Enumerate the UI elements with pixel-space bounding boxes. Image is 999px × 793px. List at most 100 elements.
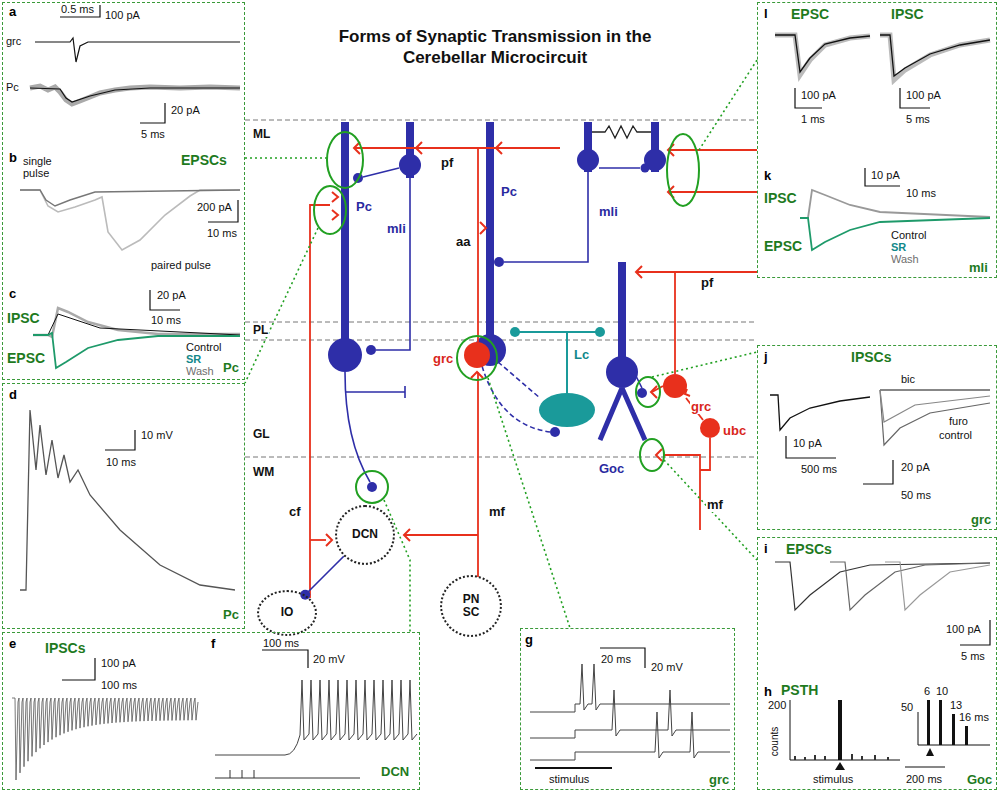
panel-letter: j	[764, 350, 768, 364]
scale-label: 10 ms	[906, 187, 936, 199]
panel-letter: c	[9, 287, 16, 301]
trace-title: EPSC	[764, 239, 802, 254]
scale-label: Pc	[6, 81, 19, 93]
synapse-dot	[300, 590, 310, 600]
scale-label: 16 ms	[959, 711, 989, 723]
trace-title: EPSC	[7, 351, 45, 366]
cell-label: aa	[455, 235, 471, 249]
scale-label: 100 ms	[263, 637, 299, 649]
figure-panel: eIPSCs100 pA100 msf100 ms20 mVDCN	[2, 632, 420, 790]
scale-label: Control	[186, 341, 221, 353]
trace-title: IPSCs	[45, 641, 85, 656]
axon-connector	[300, 556, 344, 600]
grc-spike-trace	[530, 664, 730, 712]
scale-label: 10 pA	[793, 437, 822, 449]
scale-label: 200 pA	[197, 201, 232, 213]
panel-letter: a	[9, 5, 16, 19]
cell-label: ubc	[722, 424, 747, 438]
cell-label: pf	[700, 276, 714, 290]
scale-label: 20 mV	[313, 653, 345, 665]
figure-panel: jIPSCs10 pA500 msbicfurocontrol20 pA50 m…	[757, 345, 997, 530]
scale-label: 10 ms	[106, 456, 136, 468]
scale-label: 10 pA	[871, 169, 900, 181]
scale-label: 20 pA	[901, 461, 930, 473]
panel-letter: e	[9, 637, 16, 651]
scale-label: 10 ms	[207, 227, 237, 239]
cell-name: Pc	[223, 608, 239, 622]
scale-label: bic	[901, 373, 915, 385]
trace-title: IPSC	[764, 191, 797, 206]
scale-label: stimulus	[549, 773, 589, 785]
diagram-title: Forms of Synaptic Transmission in the Ce…	[325, 26, 665, 69]
trace-title: EPSCs	[181, 153, 227, 168]
grc-spike-trace	[530, 690, 730, 738]
scale-label: 100 pA	[105, 9, 140, 21]
panel-letter: l	[764, 7, 768, 21]
cell-label: grc	[690, 400, 712, 414]
scale-label: counts	[769, 727, 780, 756]
layer-name: WM	[252, 466, 275, 479]
trace-title: IPSC	[891, 7, 924, 22]
source-nucleus: IO	[257, 590, 317, 636]
cell-name: Goc	[967, 773, 992, 787]
cell-name: grc	[971, 513, 991, 527]
scale-label: Wash	[186, 365, 214, 377]
panel-letter: k	[764, 169, 771, 183]
grc-spike-trace	[530, 712, 730, 760]
cell-label: cf	[288, 505, 302, 519]
figure-panel: d 10 mV 10 ms Pc	[2, 383, 245, 629]
scale-label: control	[939, 429, 972, 441]
scale-label: 6	[924, 685, 930, 697]
scale-label: paired pulse	[151, 259, 211, 271]
cell-name: mli	[969, 261, 988, 275]
panel-letter: d	[9, 388, 17, 402]
scale-label: 5 ms	[906, 113, 930, 125]
scale-label: Wash	[891, 253, 919, 265]
cell-label: mli	[598, 205, 619, 219]
trace-title: EPSCs	[786, 542, 832, 557]
scale-label: SR	[186, 353, 201, 365]
scale-label: 100 pA	[906, 89, 941, 101]
cell-label: Goc	[598, 462, 625, 476]
scale-label: 50	[901, 701, 913, 713]
scale-label: 100 ms	[101, 679, 137, 691]
panel-letter: f	[211, 637, 215, 651]
scale-label: 5 ms	[961, 650, 985, 662]
scale-label: 100 pA	[801, 89, 836, 101]
scale-label: single pulse	[23, 155, 61, 179]
nucleus-name: IO	[281, 606, 294, 619]
cell-name: Pc	[223, 361, 239, 375]
scale-label: Control	[891, 229, 926, 241]
trace-title: PSTH	[781, 683, 818, 698]
scale-label: 1 ms	[801, 113, 825, 125]
figure-panel: g20 ms20 mVstimulusgrc	[520, 628, 735, 790]
panel-letter: h	[764, 685, 772, 699]
layer-name: PL	[252, 324, 269, 337]
scale-label: furo	[949, 415, 968, 427]
source-nucleus: DCN	[335, 505, 395, 565]
cell-label: grc	[432, 352, 454, 366]
layer-name: ML	[252, 128, 271, 141]
scale-label: grc	[6, 35, 21, 47]
trace-title: IPSCs	[851, 350, 891, 365]
cell-name: grc	[709, 773, 729, 787]
scale-label: stimulus	[813, 773, 853, 785]
nucleus-name: DCN	[352, 528, 378, 541]
scale-label: 500 ms	[801, 463, 837, 475]
axon-line	[305, 556, 344, 595]
trace-title: EPSC	[791, 7, 829, 22]
scale-label: 20 pA	[157, 289, 186, 301]
cell-label: Pc	[355, 200, 373, 214]
cell-label: mf	[706, 498, 724, 512]
scale-label: 20 ms	[601, 653, 631, 665]
scale-label: 10 ms	[151, 314, 181, 326]
figure-panel: lEPSCIPSC100 pA1 ms100 pA5 msk10 pA10 ms…	[757, 2, 997, 278]
scale-label: 20 mV	[651, 661, 683, 673]
cell-label: Lc	[573, 348, 590, 362]
scale-label: 200	[768, 699, 786, 711]
scale-label: 0.5 ms	[61, 3, 94, 15]
scale-label: 10 mV	[141, 429, 173, 441]
cell-label: mf	[488, 505, 506, 519]
